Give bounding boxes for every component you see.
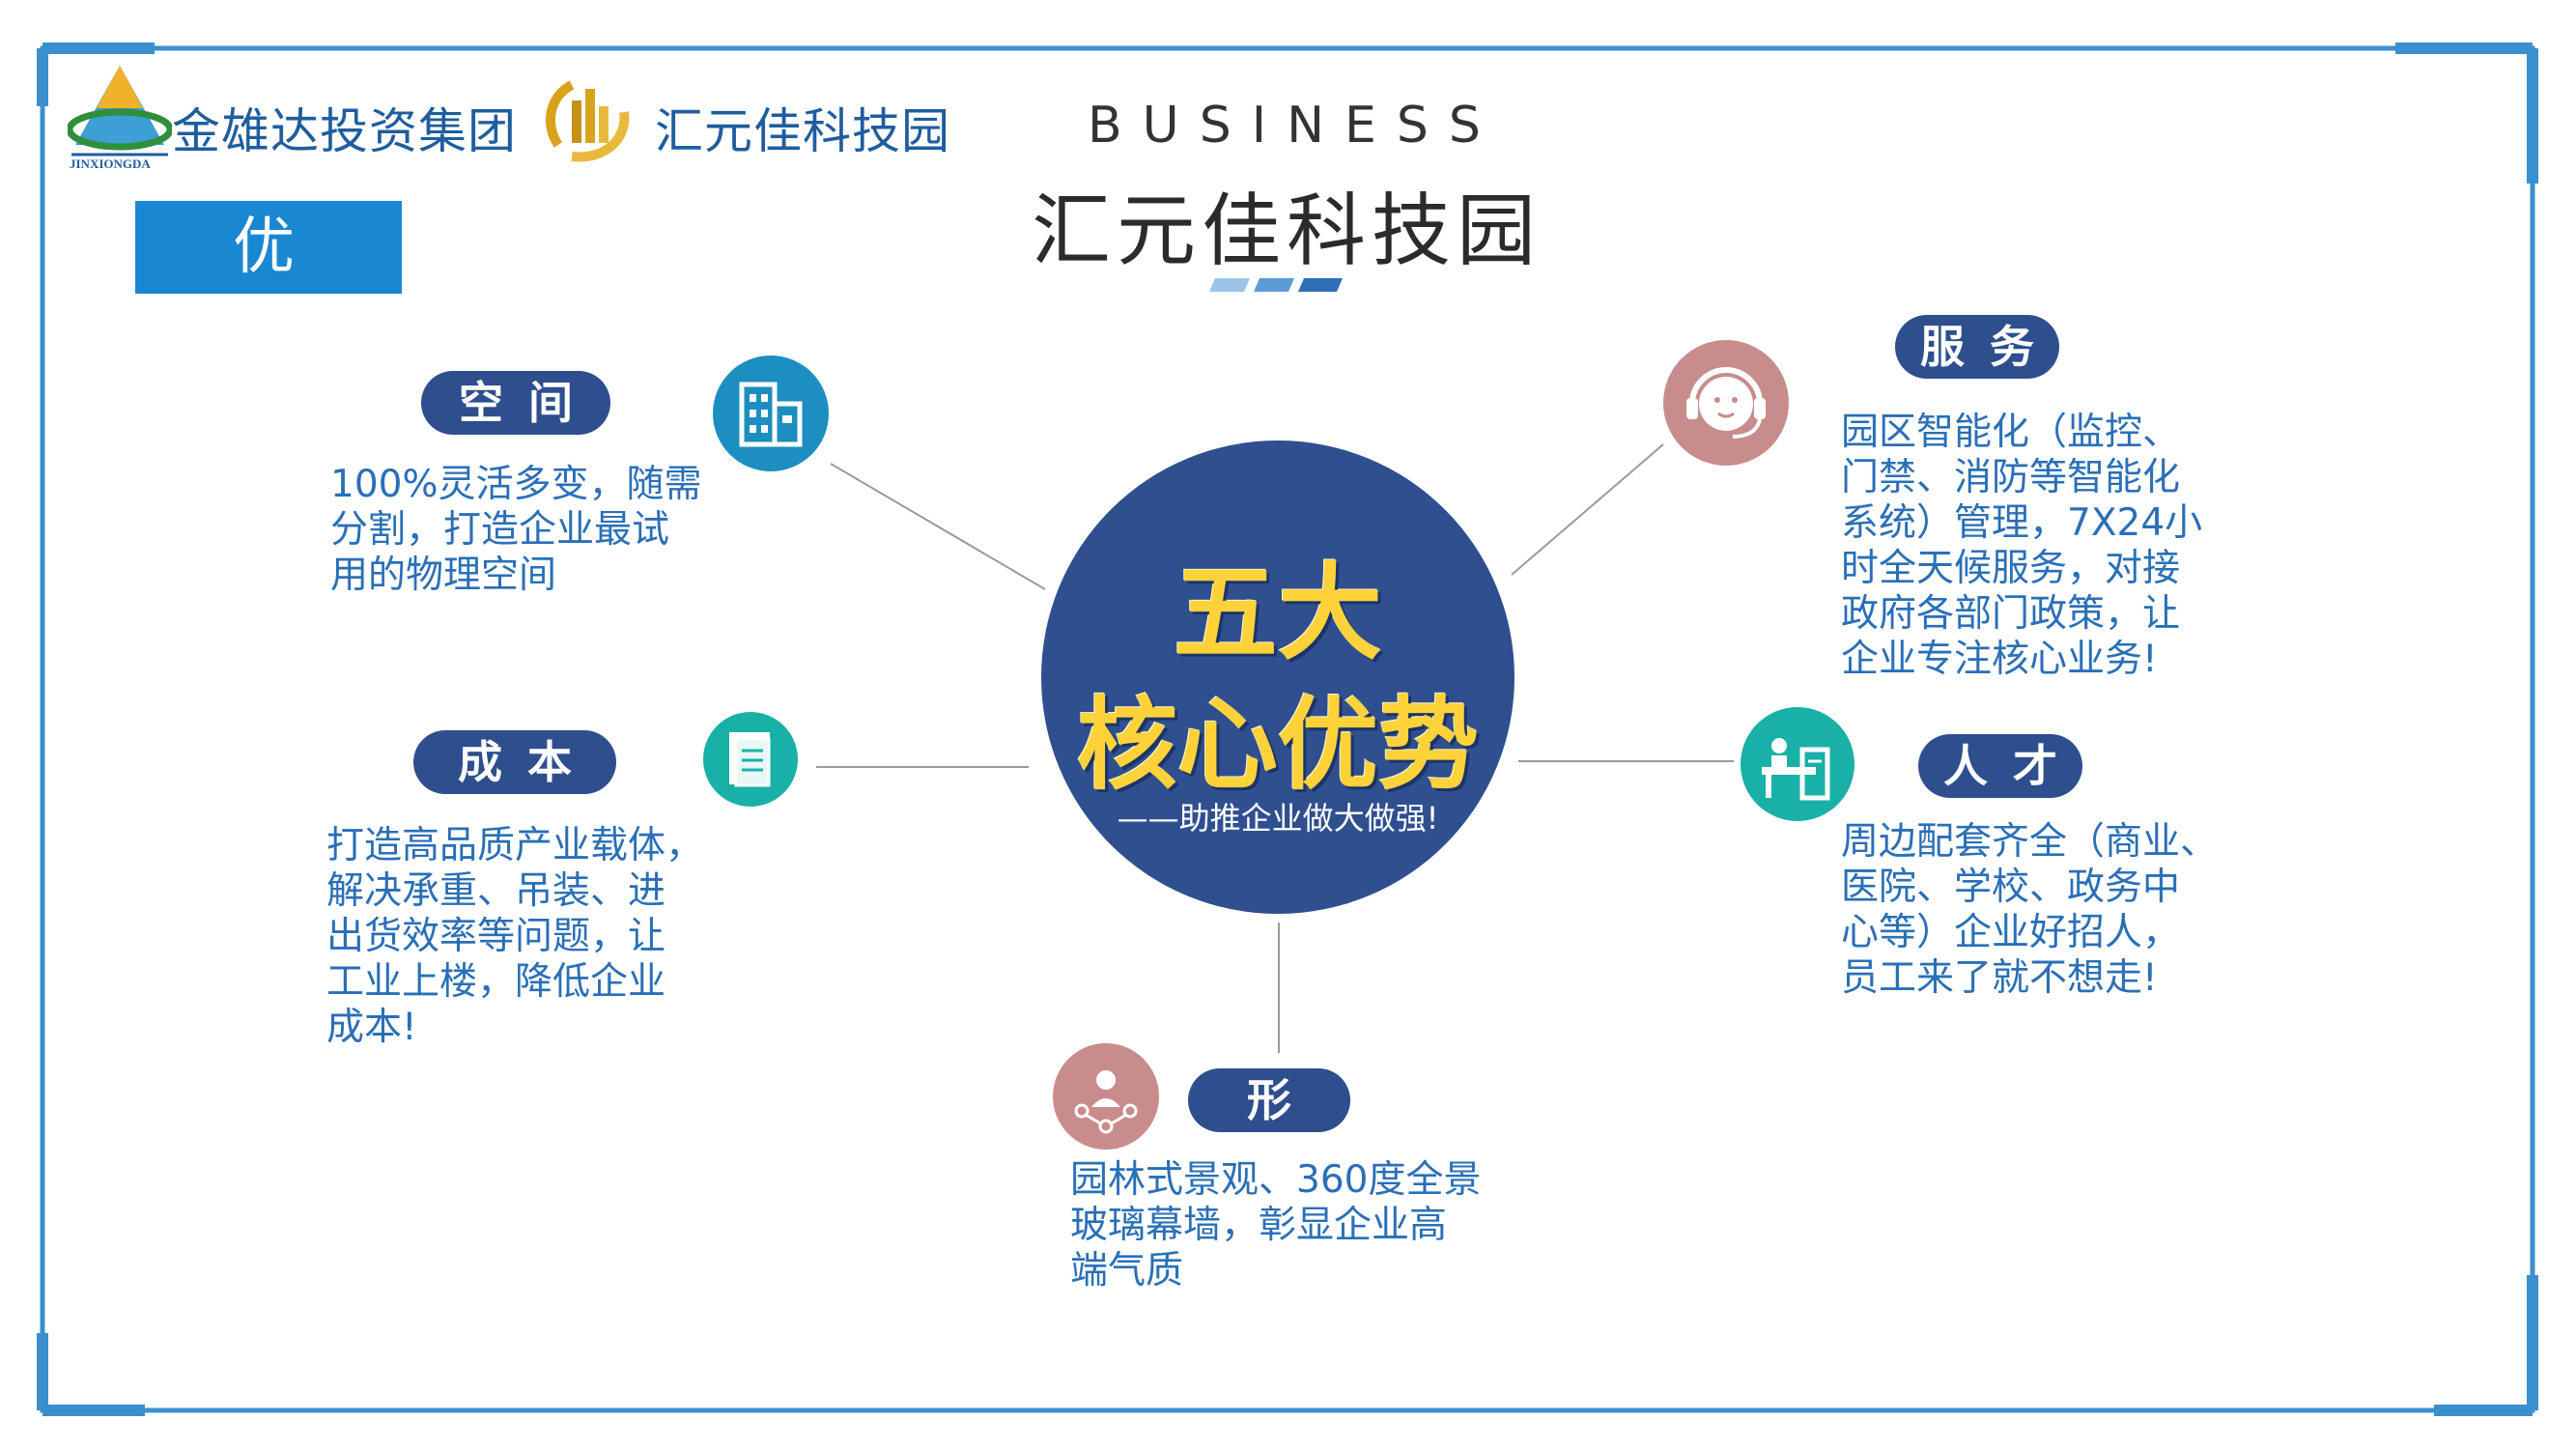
- desc-line: 玻璃幕墙，彰显企业高: [1070, 1204, 1448, 1247]
- desc-line: 工业上楼，降低企业: [326, 960, 666, 1004]
- desc-talent: 周边配套齐全（商业、 医院、学校、政务中 心等）企业好招人， 员工来了就不想走!: [1841, 819, 2218, 1001]
- label-cost: 成本: [413, 730, 616, 794]
- building-icon: [713, 355, 829, 471]
- huiyuanjia-logo: [545, 80, 630, 162]
- jinxiongda-logo: [68, 66, 172, 156]
- desc-line: 园林式景观、360度全景: [1070, 1158, 1482, 1202]
- desc-line: 100%灵活多变，随需: [330, 463, 702, 506]
- jinxiongda-logo-caption: JINXIONGDA: [70, 156, 151, 171]
- center-title-line1: 五大: [1173, 554, 1382, 674]
- center-circle: [1041, 440, 1514, 914]
- desc-space: 100%灵活多变，随需 分割，打造企业最试 用的物理空间: [330, 462, 702, 598]
- desc-line: 政府各部门政策，让: [1841, 592, 2181, 636]
- document-icon: [703, 712, 798, 807]
- business-heading: BUSINESS: [1088, 97, 1501, 155]
- desc-line: 用的物理空间: [330, 554, 557, 597]
- brand-huiyuanjia: 汇元佳科技园: [655, 103, 950, 159]
- desc-line: 端气质: [1070, 1249, 1184, 1293]
- desc-line: 时全天候服务，对接: [1841, 547, 2181, 590]
- reception-desk-icon: [1741, 707, 1854, 821]
- desc-line: 打造高品质产业载体，: [326, 824, 704, 867]
- desc-line: 园区智能化（监控、: [1841, 411, 2181, 454]
- desc-line: 医院、学校、政务中: [1841, 866, 2181, 909]
- center-title-line2: 核心优势: [1076, 686, 1479, 804]
- desc-line: 周边配套齐全（商业、: [1841, 820, 2219, 864]
- desc-line: 成本!: [326, 1006, 417, 1049]
- label-space: 空间: [421, 371, 610, 435]
- people-network-icon: [1053, 1043, 1159, 1150]
- center-subtitle: ——助推企业做大做强!: [1117, 800, 1439, 837]
- label-service: 服务: [1895, 315, 2059, 379]
- headset-icon: [1663, 340, 1789, 466]
- desc-line: 出货效率等问题，让: [326, 915, 666, 958]
- section-tag-advantages: 优 势: [135, 201, 402, 376]
- desc-line: 门禁、消防等智能化: [1841, 456, 2181, 499]
- desc-service: 园区智能化（监控、 门禁、消防等智能化 系统）管理，7X24小 时全天候服务，对…: [1841, 410, 2202, 682]
- desc-line: 解决承重、吊装、进: [326, 869, 666, 913]
- desc-line: 心等）企业好招人，: [1841, 911, 2181, 954]
- label-image: 形象: [1188, 1068, 1350, 1190]
- desc-line: 企业专注核心业务!: [1841, 638, 2158, 681]
- desc-line: 分割，打造企业最试: [330, 508, 670, 552]
- desc-image: 园林式景观、360度全景 玻璃幕墙，彰显企业高 端气质: [1070, 1157, 1481, 1293]
- desc-line: 员工来了就不想走!: [1841, 956, 2158, 1000]
- desc-line: 系统）管理，7X24小: [1841, 501, 2203, 545]
- page-title: 汇元佳科技园: [1032, 185, 1543, 277]
- title-underline-decoration: [1209, 278, 1343, 292]
- label-talent: 人才: [1918, 734, 2082, 798]
- desc-cost: 打造高品质产业载体， 解决承重、吊装、进 出货效率等问题，让 工业上楼，降低企业…: [326, 823, 703, 1050]
- brand-jinxiongda: 金雄达投资集团: [172, 103, 517, 159]
